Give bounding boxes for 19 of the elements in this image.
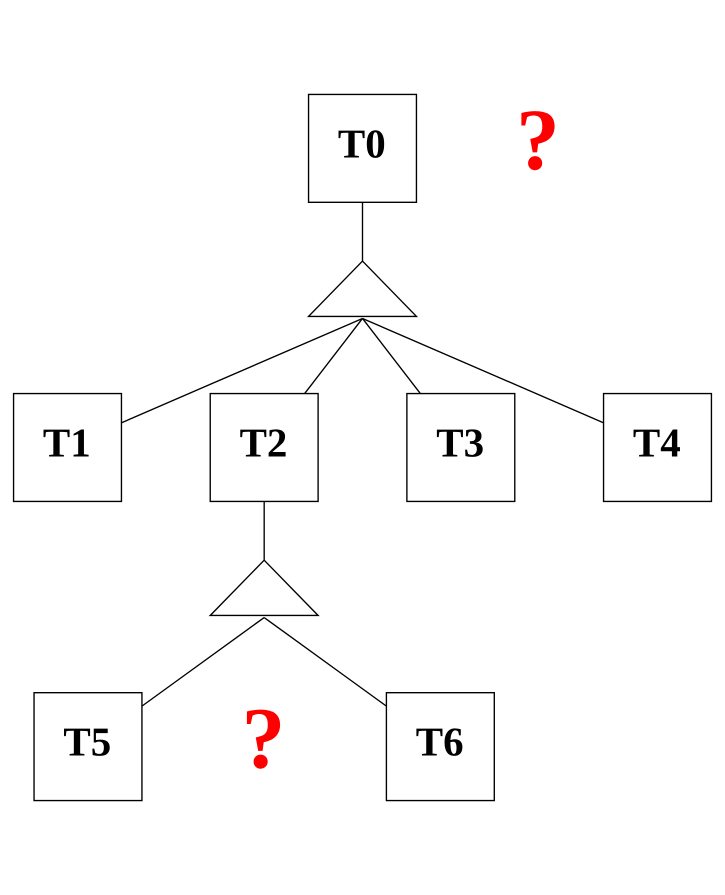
node-box: T6 (386, 692, 495, 802)
label: ? (242, 689, 286, 786)
connector (142, 616, 265, 706)
connector (264, 616, 386, 706)
label: ? (516, 91, 560, 188)
connector (362, 202, 364, 261)
node-box: T4 (602, 392, 712, 502)
connector (304, 318, 364, 394)
connector (263, 501, 265, 560)
node-triangle (208, 559, 320, 616)
connector (362, 318, 421, 394)
node-triangle (306, 260, 418, 318)
node-box: T1 (12, 392, 122, 502)
connector (362, 318, 604, 424)
node-box: T3 (406, 392, 516, 502)
node-box: T0 (308, 94, 418, 204)
node-box: T5 (33, 692, 143, 802)
node-box: T2 (210, 392, 319, 502)
connector (121, 318, 363, 424)
